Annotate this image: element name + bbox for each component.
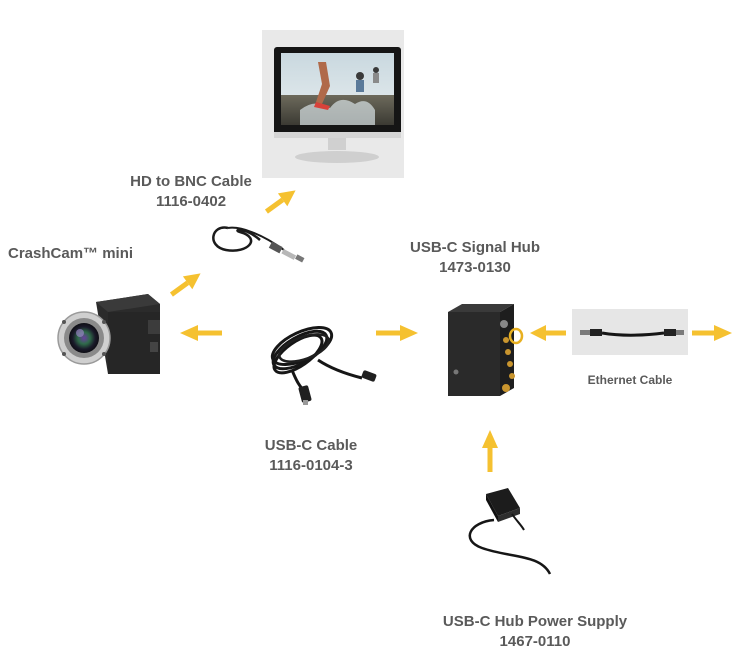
signal-hub-label: USB-C Signal Hub 1473-0130 [380,238,570,278]
usb-c-cable-label: USB-C Cable 1116-0104-3 [226,436,396,476]
ethernet-cable-name: Ethernet Cable [587,373,673,387]
coax-cable [212,226,305,263]
signal-hub [448,304,524,396]
camera [57,294,160,374]
hd-bnc-cable-label: HD to BNC Cable 1116-0402 [96,172,286,212]
hub-connectors [502,337,515,392]
ethernet-cable [572,309,688,355]
ethernet-cable-label: Ethernet Cable [562,372,698,388]
power-supply [468,488,552,575]
arrow-power-to-hub [482,430,498,472]
arrow-to-monitor [264,190,296,214]
hd-bnc-cable-part: 1116-0402 [155,193,227,210]
camera-lens [69,323,99,353]
power-supply-label: USB-C Hub Power Supply 1467-0110 [410,612,660,652]
usb-c-cable-name: USB-C Cable [264,437,358,454]
arrow-ethernet-to-hub [530,325,566,341]
camera-name: CrashCam™ mini [8,245,134,262]
arrow-ethernet-out [692,325,732,341]
power-supply-name: USB-C Hub Power Supply [442,613,628,630]
signal-hub-name: USB-C Signal Hub [410,239,540,256]
camera-label: CrashCam™ mini [8,244,180,264]
signal-hub-part: 1473-0130 [439,259,511,276]
usb-c-cable [270,325,377,405]
monitor [262,30,404,178]
arrow-to-camera [180,325,222,341]
arrow-to-coax [169,273,201,297]
hd-bnc-cable-name: HD to BNC Cable [130,173,252,190]
usb-c-cable-part: 1116-0104-3 [269,457,353,474]
flow-arrows [169,190,732,472]
arrow-to-hub [376,325,418,341]
power-supply-part: 1467-0110 [499,633,571,650]
